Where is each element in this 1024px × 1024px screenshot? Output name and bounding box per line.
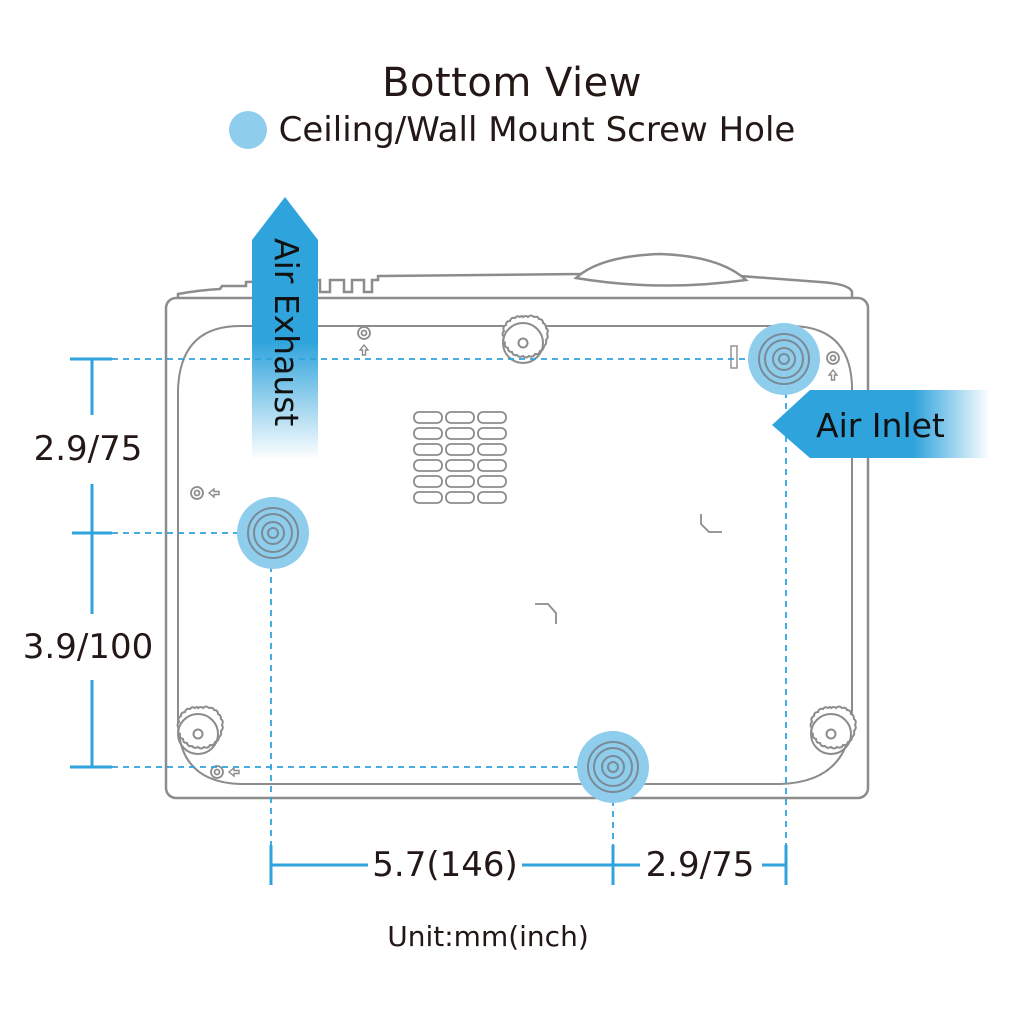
projector-outline bbox=[164, 252, 870, 800]
dimension-vertical-top: 2.9/75 bbox=[34, 429, 143, 469]
vent-slot bbox=[445, 427, 475, 440]
vent-slot bbox=[445, 459, 475, 472]
vent-slot bbox=[477, 491, 507, 504]
vent-slot bbox=[445, 475, 475, 488]
outer-body bbox=[164, 296, 870, 800]
vent-slot bbox=[477, 427, 507, 440]
air-inlet-label: Air Inlet bbox=[816, 406, 945, 445]
legend-label: Ceiling/Wall Mount Screw Hole bbox=[278, 110, 796, 150]
arrow-up-icon bbox=[827, 368, 839, 381]
corner-mark-1 bbox=[700, 514, 722, 533]
vent-slot bbox=[445, 443, 475, 456]
lens-cover bbox=[573, 252, 749, 287]
legend: Ceiling/Wall Mount Screw Hole bbox=[0, 110, 1024, 150]
dimension-horizontal-left: 5.7(146) bbox=[372, 845, 518, 885]
vent-slot bbox=[445, 491, 475, 504]
unit-note: Unit:mm(inch) bbox=[387, 920, 589, 953]
vent-slot bbox=[413, 475, 443, 488]
vent-slot bbox=[413, 491, 443, 504]
vertical-dimension bbox=[70, 357, 112, 769]
vent-slot bbox=[477, 459, 507, 472]
diagram-title: Bottom View bbox=[382, 60, 642, 106]
arrow-up-icon bbox=[358, 343, 370, 356]
air-inlet-arrow: Air Inlet bbox=[772, 390, 990, 458]
arrow-left-icon bbox=[207, 487, 220, 499]
vent-slot bbox=[445, 411, 475, 424]
corner-mark-2 bbox=[535, 603, 557, 624]
horizontal-dimension bbox=[269, 845, 788, 885]
vent-slot bbox=[413, 427, 443, 440]
vent-slot bbox=[413, 443, 443, 456]
inner-panel bbox=[177, 325, 853, 785]
small-screw-icon bbox=[357, 326, 371, 340]
adjustable-foot-bottom-left bbox=[176, 705, 224, 755]
vent-slot bbox=[477, 475, 507, 488]
air-exhaust-arrow: Air Exhaust bbox=[252, 197, 318, 460]
screw-hole-legend-swatch bbox=[228, 111, 267, 149]
vent-slot bbox=[413, 411, 443, 424]
vent-grille bbox=[413, 411, 507, 504]
mount-screw-hole-bottom bbox=[576, 730, 650, 804]
air-exhaust-label: Air Exhaust bbox=[267, 238, 306, 426]
vent-slot bbox=[477, 443, 507, 456]
mount-screw-hole-left bbox=[236, 496, 310, 570]
dimension-horizontal-right: 2.9/75 bbox=[646, 845, 755, 885]
mount-screw-hole-top-right bbox=[747, 322, 821, 396]
top-rim bbox=[176, 268, 854, 298]
dimension-vertical-bottom: 3.9/100 bbox=[23, 627, 153, 667]
small-screw-icon bbox=[190, 486, 204, 500]
small-screw-icon bbox=[826, 351, 840, 365]
slot-mark bbox=[730, 345, 738, 369]
adjustable-foot-bottom-right bbox=[809, 705, 857, 755]
adjustable-foot-top bbox=[501, 314, 549, 364]
vent-slot bbox=[413, 459, 443, 472]
vent-slot bbox=[477, 411, 507, 424]
arrow-left-icon bbox=[227, 766, 240, 778]
